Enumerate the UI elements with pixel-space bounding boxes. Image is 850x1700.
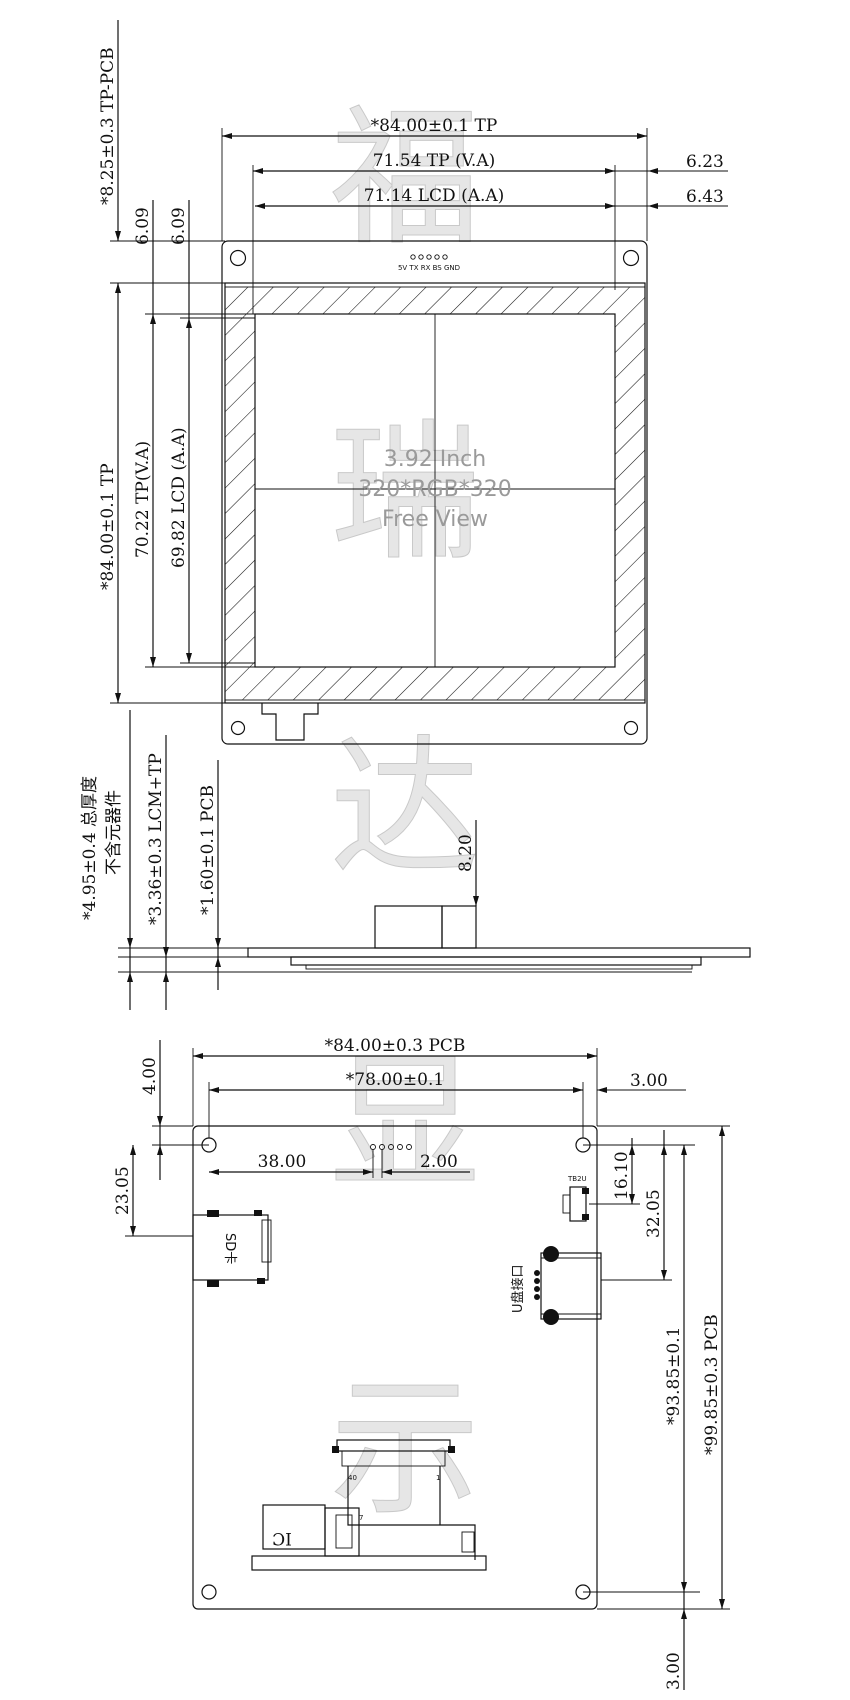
side-view: 8.20 *4.95±0.4 总厚度 不含元器件 *3.36±0.3 LCM+T… [80, 710, 751, 1010]
dim-lcd-aa-height: 69.82 LCD (A.A) [169, 427, 189, 568]
back-view: SD卡 TB2U U盘接口 [113, 1036, 730, 1690]
small-usb-label: TB2U [567, 1175, 587, 1183]
dim-lcd-aa-width: 71.14 LCD (A.A) [364, 186, 505, 206]
dim-pcb-thickness: *1.60±0.1 PCB [198, 785, 218, 915]
dim-small-usb-offset: 16.10 [612, 1151, 632, 1200]
dim-hole-spacing-x: *78.00±0.1 [346, 1070, 444, 1090]
dim-pcb-height: *99.85±0.3 PCB [702, 1314, 722, 1455]
dim-top-offset-1: 6.09 [133, 207, 153, 245]
ic-pin-7-label: 7 [359, 1514, 363, 1522]
dim-total-thickness: *4.95±0.4 总厚度 [80, 776, 100, 920]
sd-card-slot: SD卡 [192, 1210, 272, 1287]
ic-label: IC [272, 1528, 292, 1548]
usb-label: U盘接口 [510, 1264, 526, 1313]
dim-tp-height: *84.00±0.1 TP [98, 463, 118, 590]
fpc-pin-1-label: 1 [436, 1474, 440, 1482]
fpc-pin-40-label: 40 [348, 1474, 357, 1482]
watermark-char-5: 示 [330, 1362, 480, 1536]
watermark-char-4: 显 [330, 1037, 480, 1211]
watermark-char-2: 瑞 [330, 407, 480, 581]
watermark: 福 瑞 达 显 示 [330, 92, 481, 1537]
dim-top-offset-2: 6.09 [169, 207, 189, 245]
usb-connector: U盘接口 [510, 1246, 602, 1325]
dim-bottom-margin: 3.00 [664, 1652, 684, 1690]
dim-tp-va-width: 71.54 TP (V.A) [373, 151, 496, 171]
dim-usb-offset: 32.05 [644, 1189, 664, 1238]
front-pin-labels: 5V TX RX BS GND [398, 264, 460, 272]
dim-pin-pitch: 2.00 [420, 1152, 458, 1172]
dim-tp-width: *84.00±0.1 TP [371, 116, 498, 136]
front-pin-header: 5V TX RX BS GND [398, 254, 460, 272]
dim-sd-offset: 23.05 [113, 1166, 133, 1215]
front-view: 3.92 Inch 320*RGB*320 Free View 5V TX RX… [98, 20, 728, 745]
watermark-char-1: 福 [330, 92, 480, 266]
dim-right-margin: 3.00 [630, 1071, 668, 1091]
dim-top-margin: 4.00 [140, 1057, 160, 1095]
dim-total-thickness-note: 不含元器件 [104, 790, 124, 875]
small-usb-connector: TB2U [562, 1175, 589, 1222]
dim-header-offset: 38.00 [258, 1152, 307, 1172]
ic-chip: IC 7 [262, 1504, 475, 1557]
dim-component-height: 8.20 [456, 834, 476, 872]
dim-right-offset-2: 6.43 [686, 187, 724, 207]
dim-lcm-tp: *3.36±0.3 LCM+TP [146, 753, 166, 925]
view-angle-label: Free View [382, 507, 488, 532]
dim-right-offset-1: 6.23 [686, 152, 724, 172]
dim-tp-pcb-offset: *8.25±0.3 TP-PCB [98, 47, 118, 205]
dim-tp-va-height: 70.22 TP(V.A) [133, 441, 153, 558]
dim-pcb-width: *84.00±0.3 PCB [325, 1036, 466, 1056]
sd-label: SD卡 [222, 1233, 237, 1264]
fpc-connector: 40 1 [332, 1439, 476, 1560]
display-size-label: 3.92 Inch [384, 447, 486, 472]
watermark-char-3: 达 [330, 722, 480, 896]
back-pin-header [370, 1144, 412, 1150]
resolution-label: 320*RGB*320 [358, 477, 511, 502]
dim-hole-spacing-y: *93.85±0.1 [664, 1327, 684, 1425]
